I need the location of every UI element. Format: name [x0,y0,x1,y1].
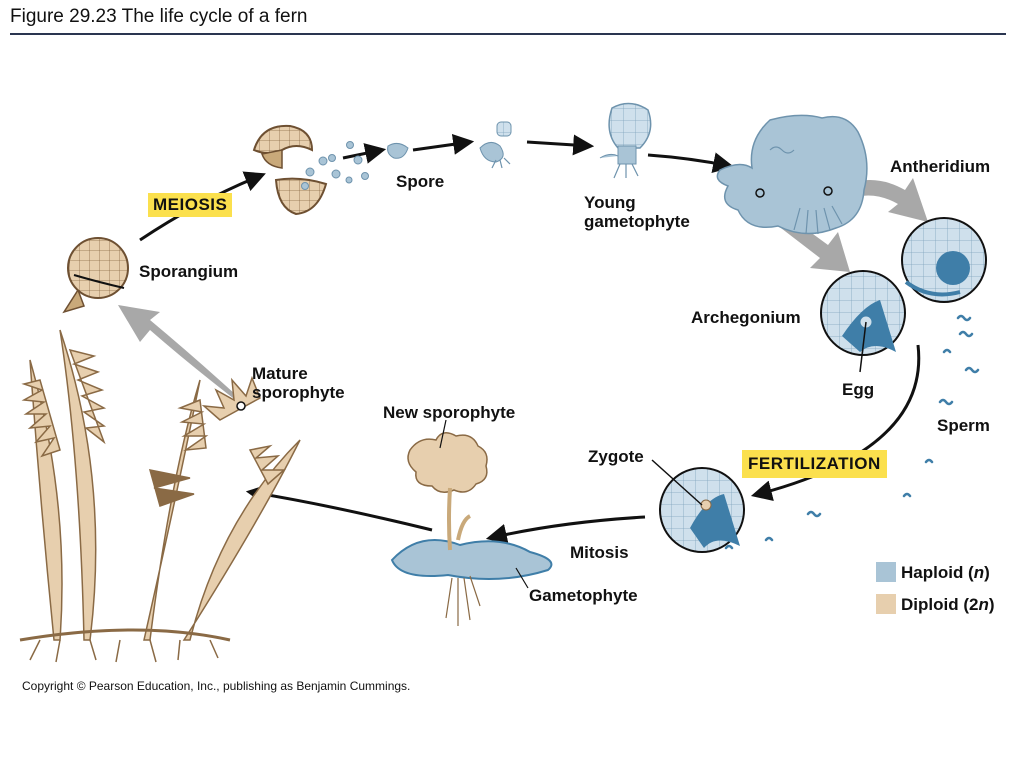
arrow-young-to-gametophyte-2 [647,152,735,174]
legend-diploid-label: Diploid (2n) [901,595,995,614]
archegonium-zoom-circle [820,270,906,373]
sperm-illustrations [724,314,980,550]
legend-haploid-swatch [876,562,896,582]
label-zygote: Zygote [588,447,644,466]
label-gametophyte: Gametophyte [529,586,638,605]
arrow-to-spore [342,143,387,164]
fertilization-badge: FERTILIZATION [742,450,887,478]
label-mature-sporophyte-line1: Mature [252,364,308,383]
label-new-sporophyte: New sporophyte [383,403,516,422]
spore-illustration [387,142,409,159]
label-egg: Egg [842,380,875,399]
label-young-gametophyte-line2: gametophyte [584,212,690,231]
label-antheridium: Antheridium [890,157,991,176]
figure-title: Figure 29.23 The life cycle of a fern [10,6,308,27]
copyright-notice: Copyright © Pearson Education, Inc., pub… [22,679,411,693]
arrow-spore-to-young [412,133,475,155]
arrow-fertilization [750,344,921,501]
label-sperm: Sperm [937,416,990,435]
antheridium-zoom-circle [901,217,987,303]
germinating-spore-illustration [479,121,512,169]
label-spore: Spore [396,172,445,191]
mature-gametophyte-illustration [716,114,868,235]
gray-arrow-sporangium [118,305,242,405]
legend-diploid-swatch [876,594,896,614]
zygote-zoom-circle [651,459,745,553]
label-mature-sporophyte-line2: sporophyte [252,383,345,402]
arrow-to-mature [245,484,433,532]
new-sporophyte-illustration [390,419,553,626]
young-gametophyte-illustration [599,102,652,179]
mature-sporophyte-illustration [19,329,301,663]
label-archegonium: Archegonium [691,308,801,327]
legend-haploid-label: Haploid (n) [901,563,990,582]
sporangium-illustration [62,237,129,314]
meiosis-badge: MEIOSIS [148,193,233,217]
arrow-mitosis [485,515,646,545]
title-rule [10,33,1006,35]
label-young-gametophyte-line1: Young [584,193,636,212]
open-sporangium-illustration [252,124,369,216]
label-sporangium: Sporangium [139,262,239,281]
label-mitosis: Mitosis [570,543,629,562]
arrow-young-to-gametophyte-1 [526,134,595,156]
